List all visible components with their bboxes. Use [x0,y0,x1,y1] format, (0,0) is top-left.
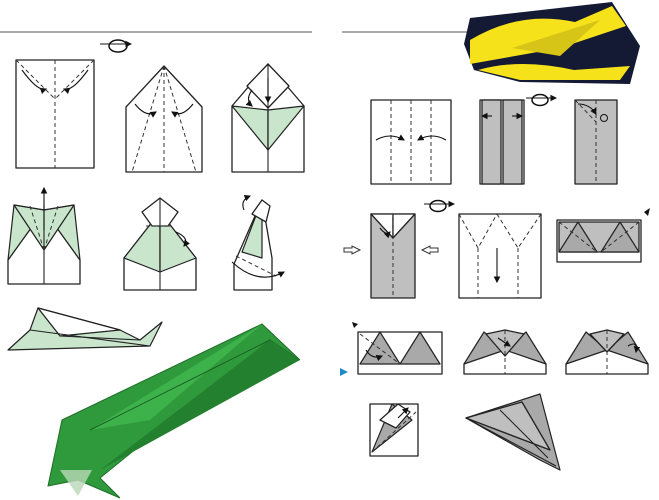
right-panel [340,2,650,471]
right-step-5 [458,213,542,299]
right-step-10 [369,403,419,457]
rotate-arrow-icon-right [526,93,558,107]
right-step-3 [574,99,618,185]
right-step-7 [352,322,443,375]
flip-marker-icon-2 [352,322,358,328]
left-step-3 [231,63,305,173]
accent-marker-icon [340,368,348,376]
left-step-1 [15,59,95,169]
right-step-9 [565,329,649,375]
left-panel [7,39,305,499]
rotate-arrow-icon-right-2 [424,199,456,213]
right-step-1 [370,99,452,185]
left-step-5 [123,197,197,291]
green-plane-photo [47,323,301,499]
right-step-6 [556,208,650,263]
left-step-2 [125,65,203,173]
left-plane-sketch [7,307,163,351]
flip-marker-icon [644,208,650,216]
left-step-6 [231,194,285,291]
right-step-8 [463,329,547,375]
grey-plane-sketch [465,393,561,471]
rotate-arrow-icon [100,39,133,53]
left-step-4 [7,186,81,285]
right-step-4 [343,213,439,299]
yellow-plane-photo [464,2,640,84]
right-step-2 [479,99,525,185]
